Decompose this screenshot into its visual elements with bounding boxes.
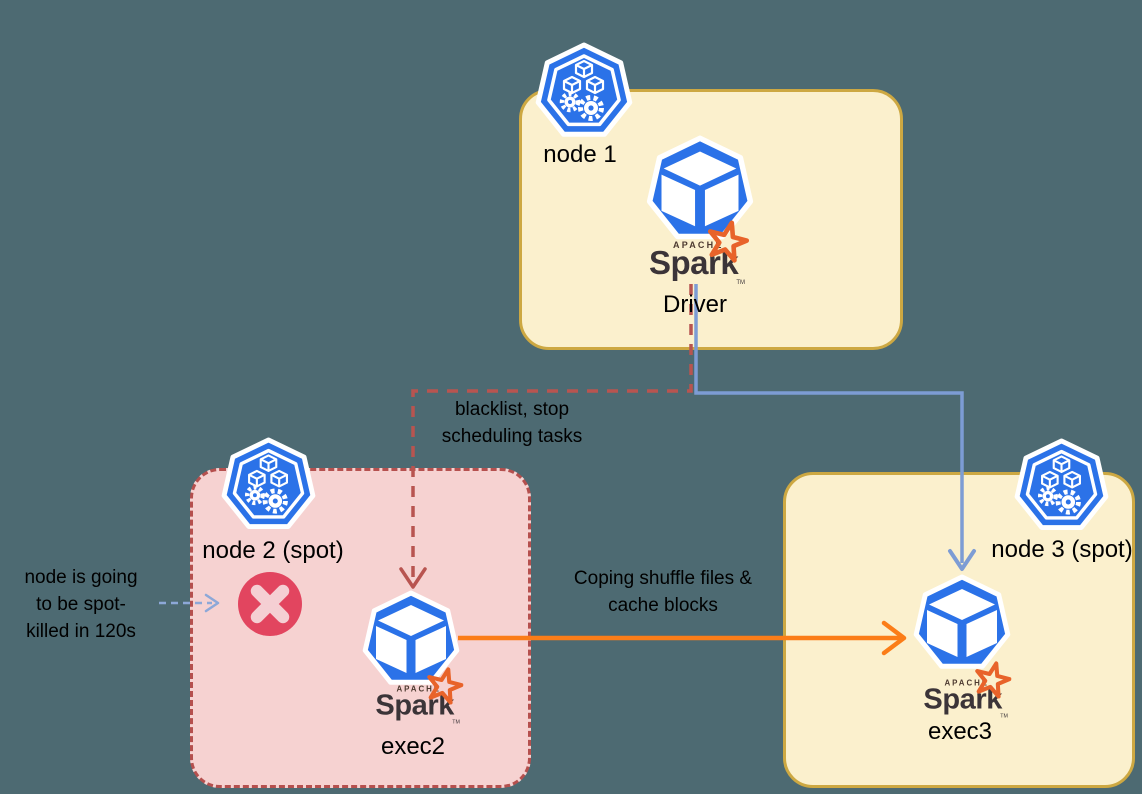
spot-kill-annotation-line2: to be spot- [36, 594, 126, 615]
spark-star-icon [705, 220, 749, 264]
copy-shuffle-annotation: Coping shuffle files & cache blocks [574, 565, 752, 619]
spot-kill-annotation: node is going to be spot- killed in 120s [24, 564, 137, 645]
spark-apache-text: APACHE [944, 678, 990, 688]
kubernetes-node-icon [220, 437, 317, 534]
exec3-pod-label: exec3 [927, 718, 993, 745]
blacklist-arrowhead-icon [399, 567, 427, 589]
error-x-icon [238, 572, 302, 636]
blacklist-annotation-line2: scheduling tasks [441, 426, 583, 447]
blacklist-annotation-line1: blacklist, stop [454, 399, 570, 420]
apache-spark-logo: APACHE Spark TM [915, 668, 1012, 719]
node3-label: node 3 (spot) [991, 536, 1133, 563]
driver-pod-label: Driver [663, 291, 727, 318]
spot-kill-annotation-line1: node is going [24, 567, 138, 588]
copy-shuffle-arrowhead-icon [881, 620, 907, 656]
spot-kill-annotation-line3: killed in 120s [26, 621, 136, 642]
apache-spark-logo: APACHE Spark TM [367, 674, 464, 725]
copy-shuffle-annotation-line2: cache blocks [608, 595, 718, 616]
driver-to-exec3-line [694, 284, 964, 563]
exec2-pod-label: exec2 [380, 733, 446, 760]
apache-spark-logo: APACHE Spark TM [639, 228, 749, 286]
spark-star-icon [973, 661, 1012, 700]
driver-arrowhead-icon [948, 549, 976, 571]
spark-tm-text: TM [736, 280, 745, 286]
blacklist-annotation: blacklist, stop scheduling tasks [442, 396, 582, 450]
kubernetes-node-icon [1013, 438, 1110, 535]
spark-apache-text: APACHE [673, 240, 724, 250]
spark-apache-text: APACHE [396, 684, 442, 694]
kubernetes-node-icon [534, 42, 634, 142]
spark-tm-text: TM [452, 719, 460, 726]
blacklist-dashed-arrow-line [411, 284, 693, 581]
copy-shuffle-annotation-line1: Coping shuffle files & [573, 568, 753, 589]
spot-kill-arrowhead-icon [204, 593, 220, 613]
spark-tm-text: TM [1000, 713, 1008, 720]
node2-label: node 2 (spot) [202, 537, 344, 564]
node1-label: node 1 [543, 141, 617, 168]
kubernetes-pod-icon [912, 574, 1012, 674]
spark-star-icon [425, 667, 464, 706]
